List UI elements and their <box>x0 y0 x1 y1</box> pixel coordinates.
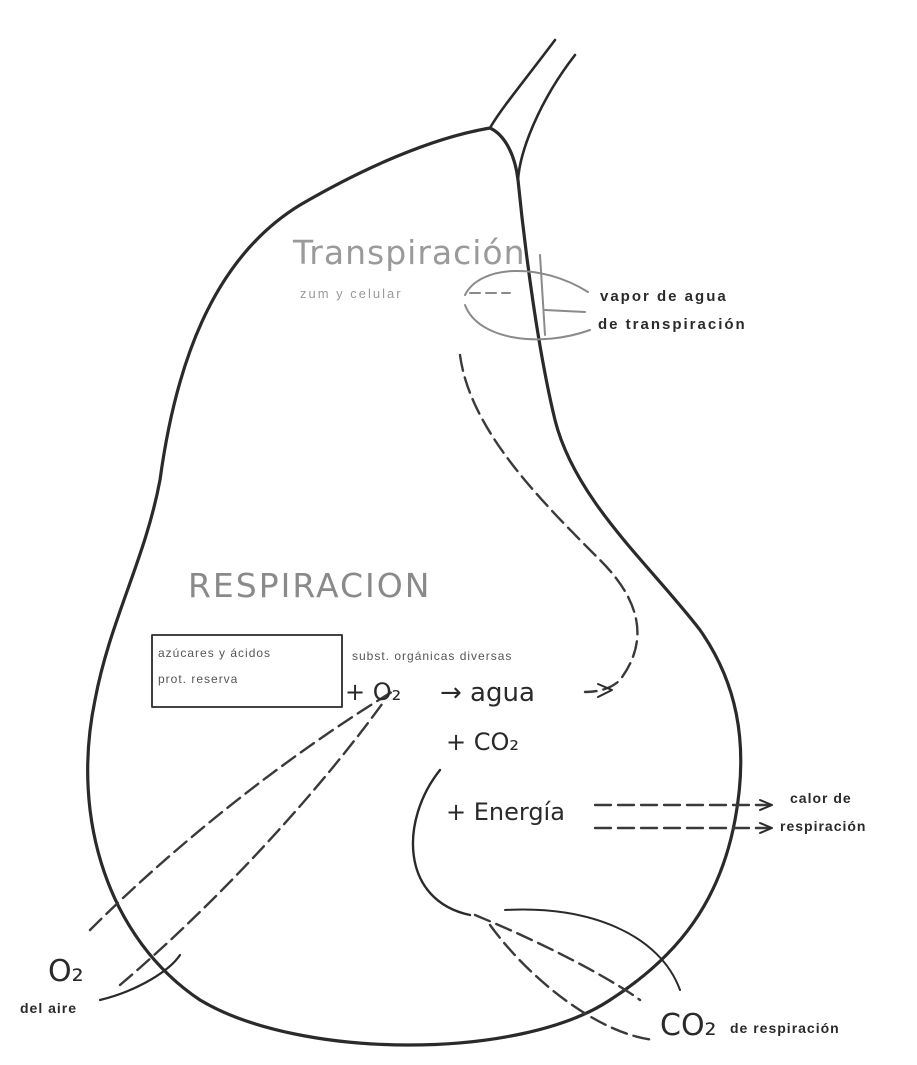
reserves-line-1: azúcares y ácidos <box>158 646 271 660</box>
transpiration-source: zum y celular <box>300 286 403 301</box>
organic-substances-label: subst. orgánicas diversas <box>352 649 512 663</box>
water-label: → agua <box>440 678 535 708</box>
o2-air-label: O₂ <box>48 954 84 989</box>
transpiration-bracket <box>540 255 545 335</box>
o2-dash-lower <box>120 700 385 985</box>
transpiration-arrow-mid <box>545 310 585 312</box>
heat-label-2: respiración <box>780 818 866 834</box>
co2-curve-in <box>413 770 470 915</box>
transpiration-loop-bottom <box>465 305 590 339</box>
stem-left <box>490 40 555 128</box>
transpiration-title: Transpiración <box>293 233 526 272</box>
stem-right <box>518 55 575 180</box>
heat-label-1: calor de <box>790 790 852 806</box>
o2-in-label: + O₂ <box>345 678 401 706</box>
energy-label: + Energía <box>446 798 565 826</box>
reserves-line-2: prot. reserva <box>158 672 238 686</box>
water-vapor-label-2: de transpiración <box>598 316 747 333</box>
co2-resp-symbol: CO₂ <box>660 1008 717 1043</box>
co2-resp-label: de respiración <box>730 1020 840 1036</box>
respiration-title: RESPIRACION <box>188 566 431 605</box>
o2-air-curve <box>100 955 180 1000</box>
air-label: del aire <box>20 1000 77 1016</box>
transpiration-loop-top <box>465 271 588 295</box>
co2-curve-out <box>505 909 680 990</box>
co2-out-label: + CO₂ <box>446 728 519 756</box>
o2-dash-upper <box>90 690 395 930</box>
co2-dash-2 <box>490 925 655 1040</box>
water-vapor-label: vapor de agua <box>600 288 728 305</box>
